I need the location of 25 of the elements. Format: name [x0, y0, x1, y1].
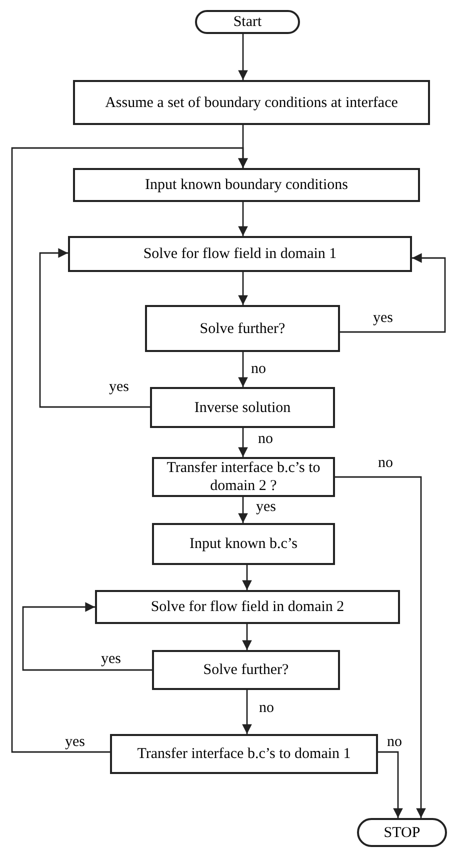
- arrow: [340, 253, 446, 333]
- process-box: Input known boundary conditions: [73, 168, 420, 202]
- arrow: [242, 565, 252, 590]
- process-box: Transfer interface b.c’s to domain 2 ?: [152, 457, 335, 497]
- arrow: [242, 690, 252, 734]
- arrow: [238, 202, 248, 236]
- process-box: Solve for flow field in domain 2: [95, 590, 400, 624]
- arrow: [11, 147, 248, 753]
- arrow: [242, 624, 252, 650]
- arrow: [238, 428, 248, 457]
- arrow: [238, 497, 248, 523]
- arrow: [238, 34, 248, 80]
- arrow: [335, 476, 426, 818]
- process-box: Input known b.c’s: [152, 523, 335, 565]
- arrow: [378, 751, 403, 818]
- process-box: Transfer interface b.c’s to domain 1: [110, 734, 378, 774]
- process-box: Inverse solution: [150, 387, 335, 428]
- process-box: Solve further?: [152, 650, 340, 690]
- process-box: Solve for flow field in domain 1: [68, 236, 412, 272]
- arrow: [39, 248, 150, 408]
- process-box: Assume a set of boundary conditions at interface: [73, 80, 430, 125]
- process-box: Solve further?: [145, 305, 340, 352]
- arrow: [22, 602, 152, 671]
- arrow: [238, 352, 248, 387]
- arrow: [238, 272, 248, 305]
